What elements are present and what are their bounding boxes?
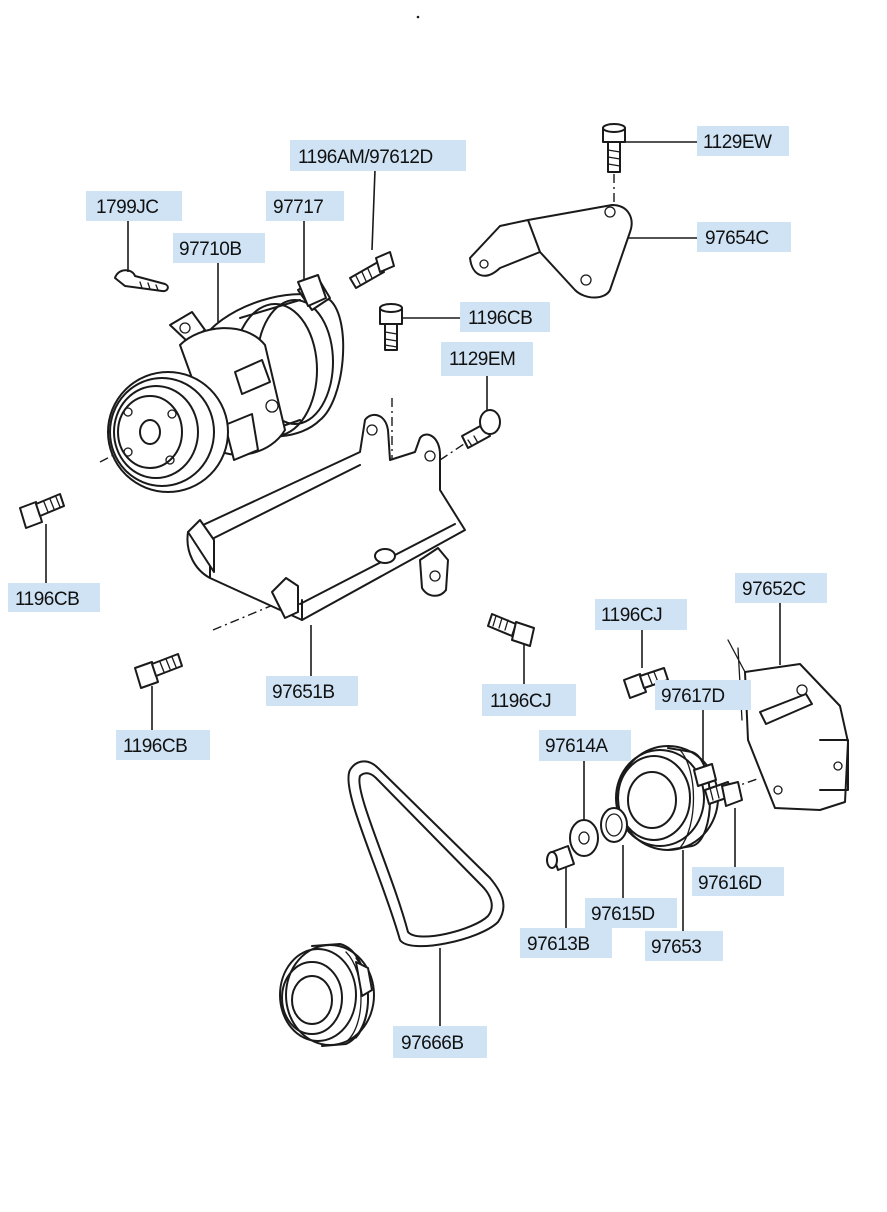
leader-lines	[45, 141, 781, 1028]
belt-97666b	[347, 760, 505, 948]
crank-pulley	[279, 943, 375, 1047]
bolt-1196am	[349, 251, 395, 289]
label-97652c: 97652C	[735, 573, 827, 603]
svg-text:1196CJ: 1196CJ	[490, 691, 551, 712]
label-97710b: 97710B	[173, 233, 265, 263]
svg-text:97666B: 97666B	[401, 1033, 464, 1054]
label-97614a: 97614A	[539, 730, 631, 761]
compressor-97710b	[107, 277, 345, 493]
svg-text:97710B: 97710B	[179, 239, 242, 260]
label-1129em: 1129EM	[441, 342, 533, 376]
bracket-97651b	[186, 413, 466, 621]
svg-text:97617D: 97617D	[661, 686, 725, 707]
top-dot	[416, 15, 420, 19]
label-97617d: 97617D	[655, 680, 751, 710]
bolt-1196cb-left	[19, 493, 65, 529]
svg-text:1196AM/97612D: 1196AM/97612D	[298, 147, 433, 168]
svg-text:97652C: 97652C	[742, 579, 806, 600]
bolt-97616d	[704, 781, 743, 807]
svg-text:97616D: 97616D	[698, 873, 762, 894]
label-97613b: 97613B	[520, 928, 612, 958]
svg-text:1129EM: 1129EM	[449, 349, 515, 370]
bolt-1196cb-top	[379, 303, 403, 351]
svg-text:1799JC: 1799JC	[96, 197, 159, 218]
label-1799jc: 1799JC	[86, 191, 182, 221]
svg-text:97651B: 97651B	[272, 682, 335, 703]
bolt-1129em	[461, 409, 501, 449]
bracket-97652c	[727, 639, 849, 811]
bolt-1196cj-center	[487, 613, 535, 647]
label-1196cb-top: 1196CB	[460, 302, 550, 332]
label-97666b: 97666B	[393, 1026, 487, 1058]
svg-text:1129EW: 1129EW	[703, 132, 772, 153]
bracket-97717	[297, 274, 327, 307]
part-labels: 1196AM/97612D 1799JC 97717 97710B 1129EW…	[8, 126, 827, 1058]
svg-text:1196CB: 1196CB	[123, 736, 187, 757]
bolt-1129ew	[602, 123, 626, 173]
label-97616d: 97616D	[692, 867, 784, 896]
svg-text:97653: 97653	[651, 937, 701, 958]
label-1196cb-left: 1196CB	[8, 583, 100, 612]
svg-text:1196CB: 1196CB	[15, 589, 79, 610]
svg-text:97717: 97717	[273, 197, 323, 218]
bracket-97654c	[469, 204, 633, 299]
svg-text:97654C: 97654C	[705, 228, 769, 249]
svg-text:1196CB: 1196CB	[468, 308, 532, 329]
label-1196am-97612d: 1196AM/97612D	[290, 140, 466, 171]
label-1196cj-right: 1196CJ	[595, 599, 687, 630]
svg-text:97614A: 97614A	[545, 736, 608, 757]
label-97651b: 97651B	[266, 676, 358, 706]
stud-97617d	[693, 763, 717, 787]
pulley-97653	[615, 745, 719, 851]
label-97717: 97717	[266, 191, 344, 221]
label-1196cj-center: 1196CJ	[482, 684, 576, 716]
washer-97615d	[600, 807, 628, 843]
label-1129ew: 1129EW	[697, 126, 789, 156]
label-97653: 97653	[645, 931, 723, 961]
spacer-97613b	[546, 845, 575, 871]
svg-text:97615D: 97615D	[591, 904, 655, 925]
bolt-1196cb-bottom	[134, 653, 183, 689]
washer-97614a	[569, 819, 599, 857]
clip-1799jc	[114, 269, 169, 293]
label-97615d: 97615D	[585, 898, 677, 928]
label-1196cb-bottom: 1196CB	[116, 730, 210, 760]
svg-text:97613B: 97613B	[527, 934, 590, 955]
svg-text:1196CJ: 1196CJ	[601, 605, 662, 626]
label-97654c: 97654C	[697, 222, 791, 252]
